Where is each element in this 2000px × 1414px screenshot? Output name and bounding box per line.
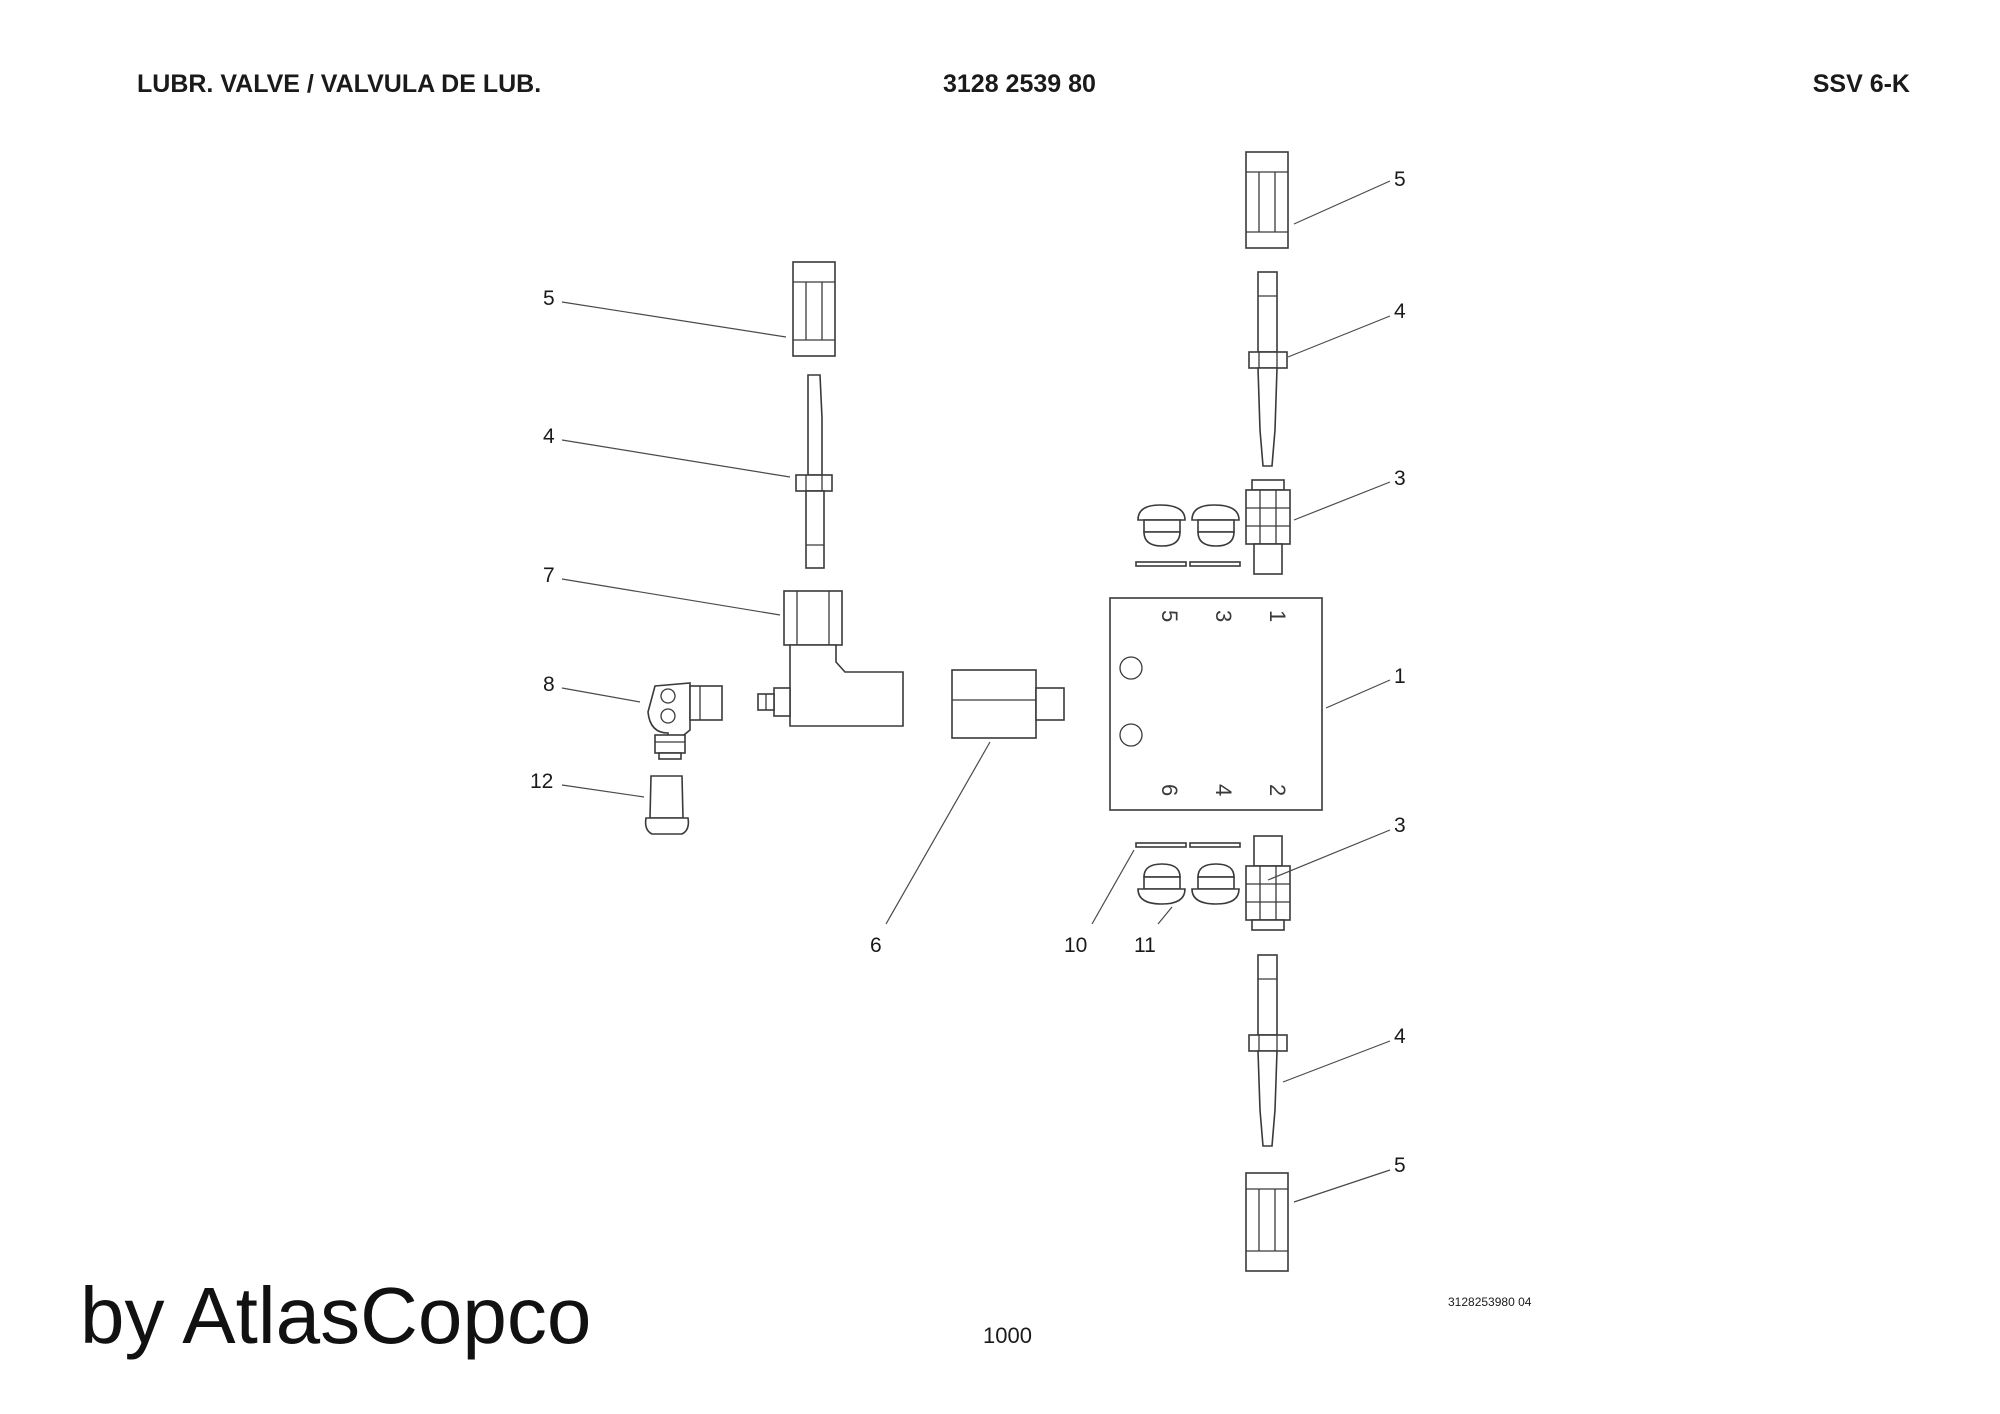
callout-3-bottom: 3	[1394, 814, 1406, 837]
part-11-top-seals	[1137, 504, 1240, 547]
brand-watermark: by AtlasCopco	[80, 1271, 592, 1360]
part-3-top-fitting	[1245, 479, 1291, 575]
header-title: LUBR. VALVE / VALVULA DE LUB.	[137, 70, 542, 98]
callout-7: 7	[543, 564, 555, 587]
block-port-3: 3	[1211, 610, 1236, 622]
callout-5-right-top: 5	[1394, 168, 1406, 191]
callout-3-top: 3	[1394, 467, 1406, 490]
callout-8: 8	[543, 673, 555, 696]
block-port-5: 5	[1157, 610, 1182, 622]
part-5-left-nut	[792, 261, 836, 357]
part-12-cap	[644, 775, 690, 835]
block-port-6: 6	[1157, 784, 1182, 796]
page-number: 1000	[983, 1323, 1032, 1348]
header-part-number: 3128 2539 80	[943, 70, 1096, 98]
callout-1: 1	[1394, 665, 1406, 688]
part-10-bottom-washers	[1135, 842, 1241, 848]
part-4-right-bottom-nipple	[1248, 954, 1288, 1147]
part-5-right-top-nut	[1245, 151, 1289, 249]
part-3-bottom-fitting	[1245, 835, 1291, 931]
callout-11: 11	[1134, 934, 1156, 957]
block-port-4: 4	[1211, 784, 1236, 796]
part-10-top-washers	[1135, 561, 1241, 567]
callout-6: 6	[870, 934, 882, 957]
part-1-distribution-block: 5 3 1 6 4 2	[1109, 597, 1323, 811]
part-7-tee-fitting	[757, 590, 904, 727]
drawing-reference: 3128253980 04	[1448, 1295, 1532, 1309]
part-8-elbow-nipple	[647, 682, 723, 760]
block-port-2: 2	[1265, 784, 1290, 796]
callout-4-right-top: 4	[1394, 300, 1406, 323]
callout-5-right-bottom: 5	[1394, 1154, 1406, 1177]
block-port-1: 1	[1265, 610, 1290, 622]
callout-12: 12	[530, 770, 553, 793]
callout-4-left: 4	[543, 425, 555, 448]
callout-4-right-bottom: 4	[1394, 1025, 1406, 1048]
part-4-right-top-nipple	[1248, 271, 1288, 467]
part-4-left-nipple	[795, 374, 833, 569]
part-6-adapter	[951, 669, 1065, 739]
part-5-right-bottom-nut	[1245, 1172, 1289, 1272]
callout-5-left: 5	[543, 287, 555, 310]
leader-lines	[561, 180, 1391, 1203]
header-model: SSV 6-K	[1812, 70, 1910, 98]
callout-10: 10	[1064, 934, 1087, 957]
part-11-bottom-seals	[1137, 863, 1240, 905]
